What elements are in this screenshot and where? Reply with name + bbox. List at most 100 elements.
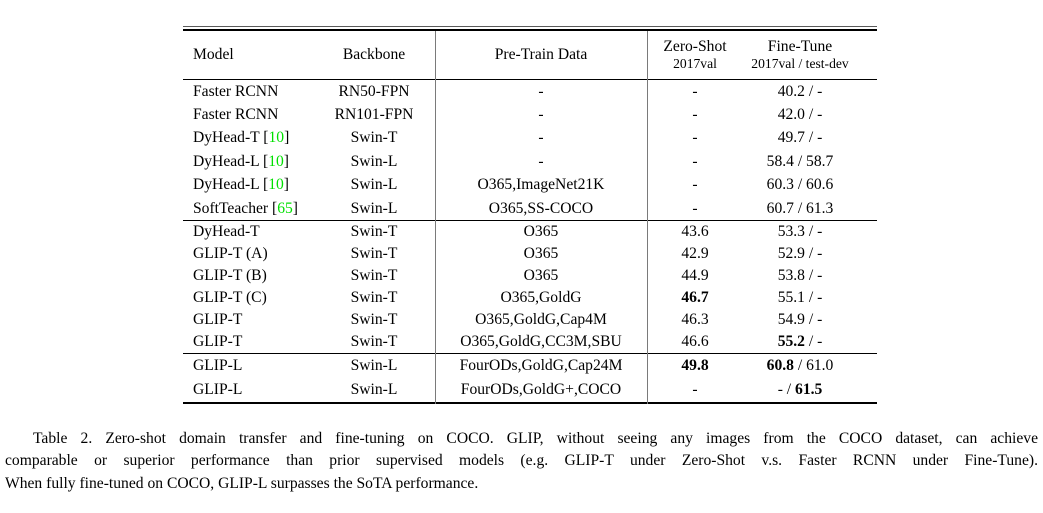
citation-link[interactable]: 10 [268,152,284,170]
finetune-value-part: 42.0 / - [777,106,823,124]
model-cell: SoftTeacher [65] [193,199,298,217]
finetune-value-part: 58.4 / 58.7 [766,152,834,170]
finetune-cell: 60.3 / 60.6 [743,176,877,194]
model-cell: GLIP-L [193,356,243,374]
finetune-value-part: / 61.0 [793,356,834,374]
pretrain-cell: O365,SS-COCO [488,199,594,217]
column-divider-1 [435,31,436,404]
model-cell: GLIP-T [193,310,243,328]
finetune-value-part: - / [777,380,796,398]
model-cell: GLIP-T (C) [193,288,267,306]
citation-link[interactable]: 10 [268,129,285,147]
finetune-value-part: 49.7 / - [777,129,823,147]
table-row: DyHead-L [10]Swin-L--58.4 / 58.7 [183,150,877,173]
col-header-pretrain: Pre-Train Data [494,46,588,63]
finetune-cell: 58.4 / 58.7 [743,153,877,171]
finetune-value-part: 53.3 / - [777,223,823,241]
pretrain-cell: O365 [523,245,559,263]
finetune-value-part: 60.8 [766,356,794,374]
backbone-cell: Swin-T [350,223,398,241]
col-header-zeroshot: Zero-Shot 2017val [647,37,743,73]
citation-link[interactable]: 65 [277,199,293,217]
pretrain-cell: FourODs,GoldG,Cap24M [459,356,623,374]
col-header-backbone: Backbone [342,46,406,63]
finetune-cell: 52.9 / - [743,245,877,263]
finetune-value-part: 53.8 / - [777,267,823,285]
finetune-value-part: 60.7 / 61.3 [766,199,834,217]
pretrain-cell: O365,ImageNet21K [477,176,605,194]
zeroshot-header-title: Zero-Shot [663,38,727,56]
backbone-cell: Swin-L [350,152,398,170]
zeroshot-cell: 43.6 [681,223,709,241]
zeroshot-cell: - [692,82,698,100]
finetune-cell: 53.8 / - [743,267,877,285]
backbone-cell: Swin-T [350,245,398,263]
table-top-rule-thin [183,26,877,27]
citation-link[interactable]: 10 [268,176,284,194]
backbone-cell: Swin-L [350,199,398,217]
table-header-row: Model Backbone Pre-Train Data Zero-Shot … [183,31,877,80]
zeroshot-cell: - [692,106,698,124]
col-header-finetune: Fine-Tune 2017val / test-dev [743,37,877,73]
pretrain-cell: - [538,129,544,147]
finetune-value-part: 60.3 / 60.6 [766,176,834,194]
zeroshot-cell: 46.7 [681,288,709,306]
finetune-value-part: 55.2 [777,332,805,350]
pretrain-cell: O365,GoldG [500,288,582,306]
backbone-cell: RN50-FPN [338,82,410,100]
zeroshot-cell: 46.3 [681,310,709,328]
model-cell: DyHead-T [193,223,260,241]
model-cell: GLIP-T [193,332,243,350]
backbone-cell: Swin-T [350,267,398,285]
model-cell: Faster RCNN [193,82,279,100]
backbone-cell: Swin-T [350,310,398,328]
pretrain-cell: - [538,152,544,170]
table-group-glip-l: GLIP-L Swin-L FourODs,GoldG,Cap24M 49.8 60.8… [183,354,877,404]
finetune-header-subtitle: 2017val / test-dev [751,56,849,72]
table-row: GLIP-T (C) Swin-T O365,GoldG 46.7 55.1 / - [183,287,877,309]
results-table: Model Backbone Pre-Train Data Zero-Shot … [183,26,877,404]
zeroshot-cell: - [692,129,698,147]
finetune-cell: 53.3 / - [743,223,877,241]
caption-line-1: Table 2. Zero-shot domain transfer and f… [33,430,1038,447]
pretrain-cell: - [538,82,544,100]
zeroshot-cell: 46.6 [681,332,709,350]
pretrain-cell: O365 [523,267,559,285]
zeroshot-cell: 49.8 [681,356,709,374]
table-top-rule-thick [183,29,877,31]
model-cell: GLIP-L [193,380,243,398]
finetune-cell: 42.0 / - [743,106,877,124]
finetune-cell: 60.7 / 61.3 [743,200,877,218]
backbone-cell: RN101-FPN [334,106,414,124]
col-header-model: Model [193,46,234,63]
backbone-cell: Swin-T [350,288,398,306]
finetune-value-part: 40.2 / - [777,82,823,100]
pretrain-cell: O365,GoldG,CC3M,SBU [460,332,622,350]
zeroshot-cell: - [692,152,698,170]
finetune-value-part: 55.1 / - [777,288,823,306]
model-cell: DyHead-L [10] [193,176,289,194]
table-row: GLIP-L Swin-L FourODs,GoldG,Cap24M 49.8 60.8… [183,354,877,378]
finetune-value-part: 54.9 / - [777,310,823,328]
zeroshot-cell: - [692,176,698,194]
backbone-cell: Swin-L [350,356,398,374]
pretrain-cell: FourODs,GoldG+,COCO [460,380,622,398]
finetune-cell: - / 61.5 [743,381,877,399]
caption-line-2: comparable or superior performance than … [5,452,1038,470]
finetune-header-title: Fine-Tune [767,38,833,56]
finetune-cell: 55.2 / - [743,333,877,351]
finetune-value-part: / - [804,332,823,350]
pretrain-cell: - [538,106,544,124]
model-cell: GLIP-T (A) [193,245,268,263]
zeroshot-cell: - [692,380,698,398]
finetune-cell: 54.9 / - [743,311,877,329]
model-cell: Faster RCNN [193,106,279,124]
backbone-cell: Swin-L [350,176,398,194]
